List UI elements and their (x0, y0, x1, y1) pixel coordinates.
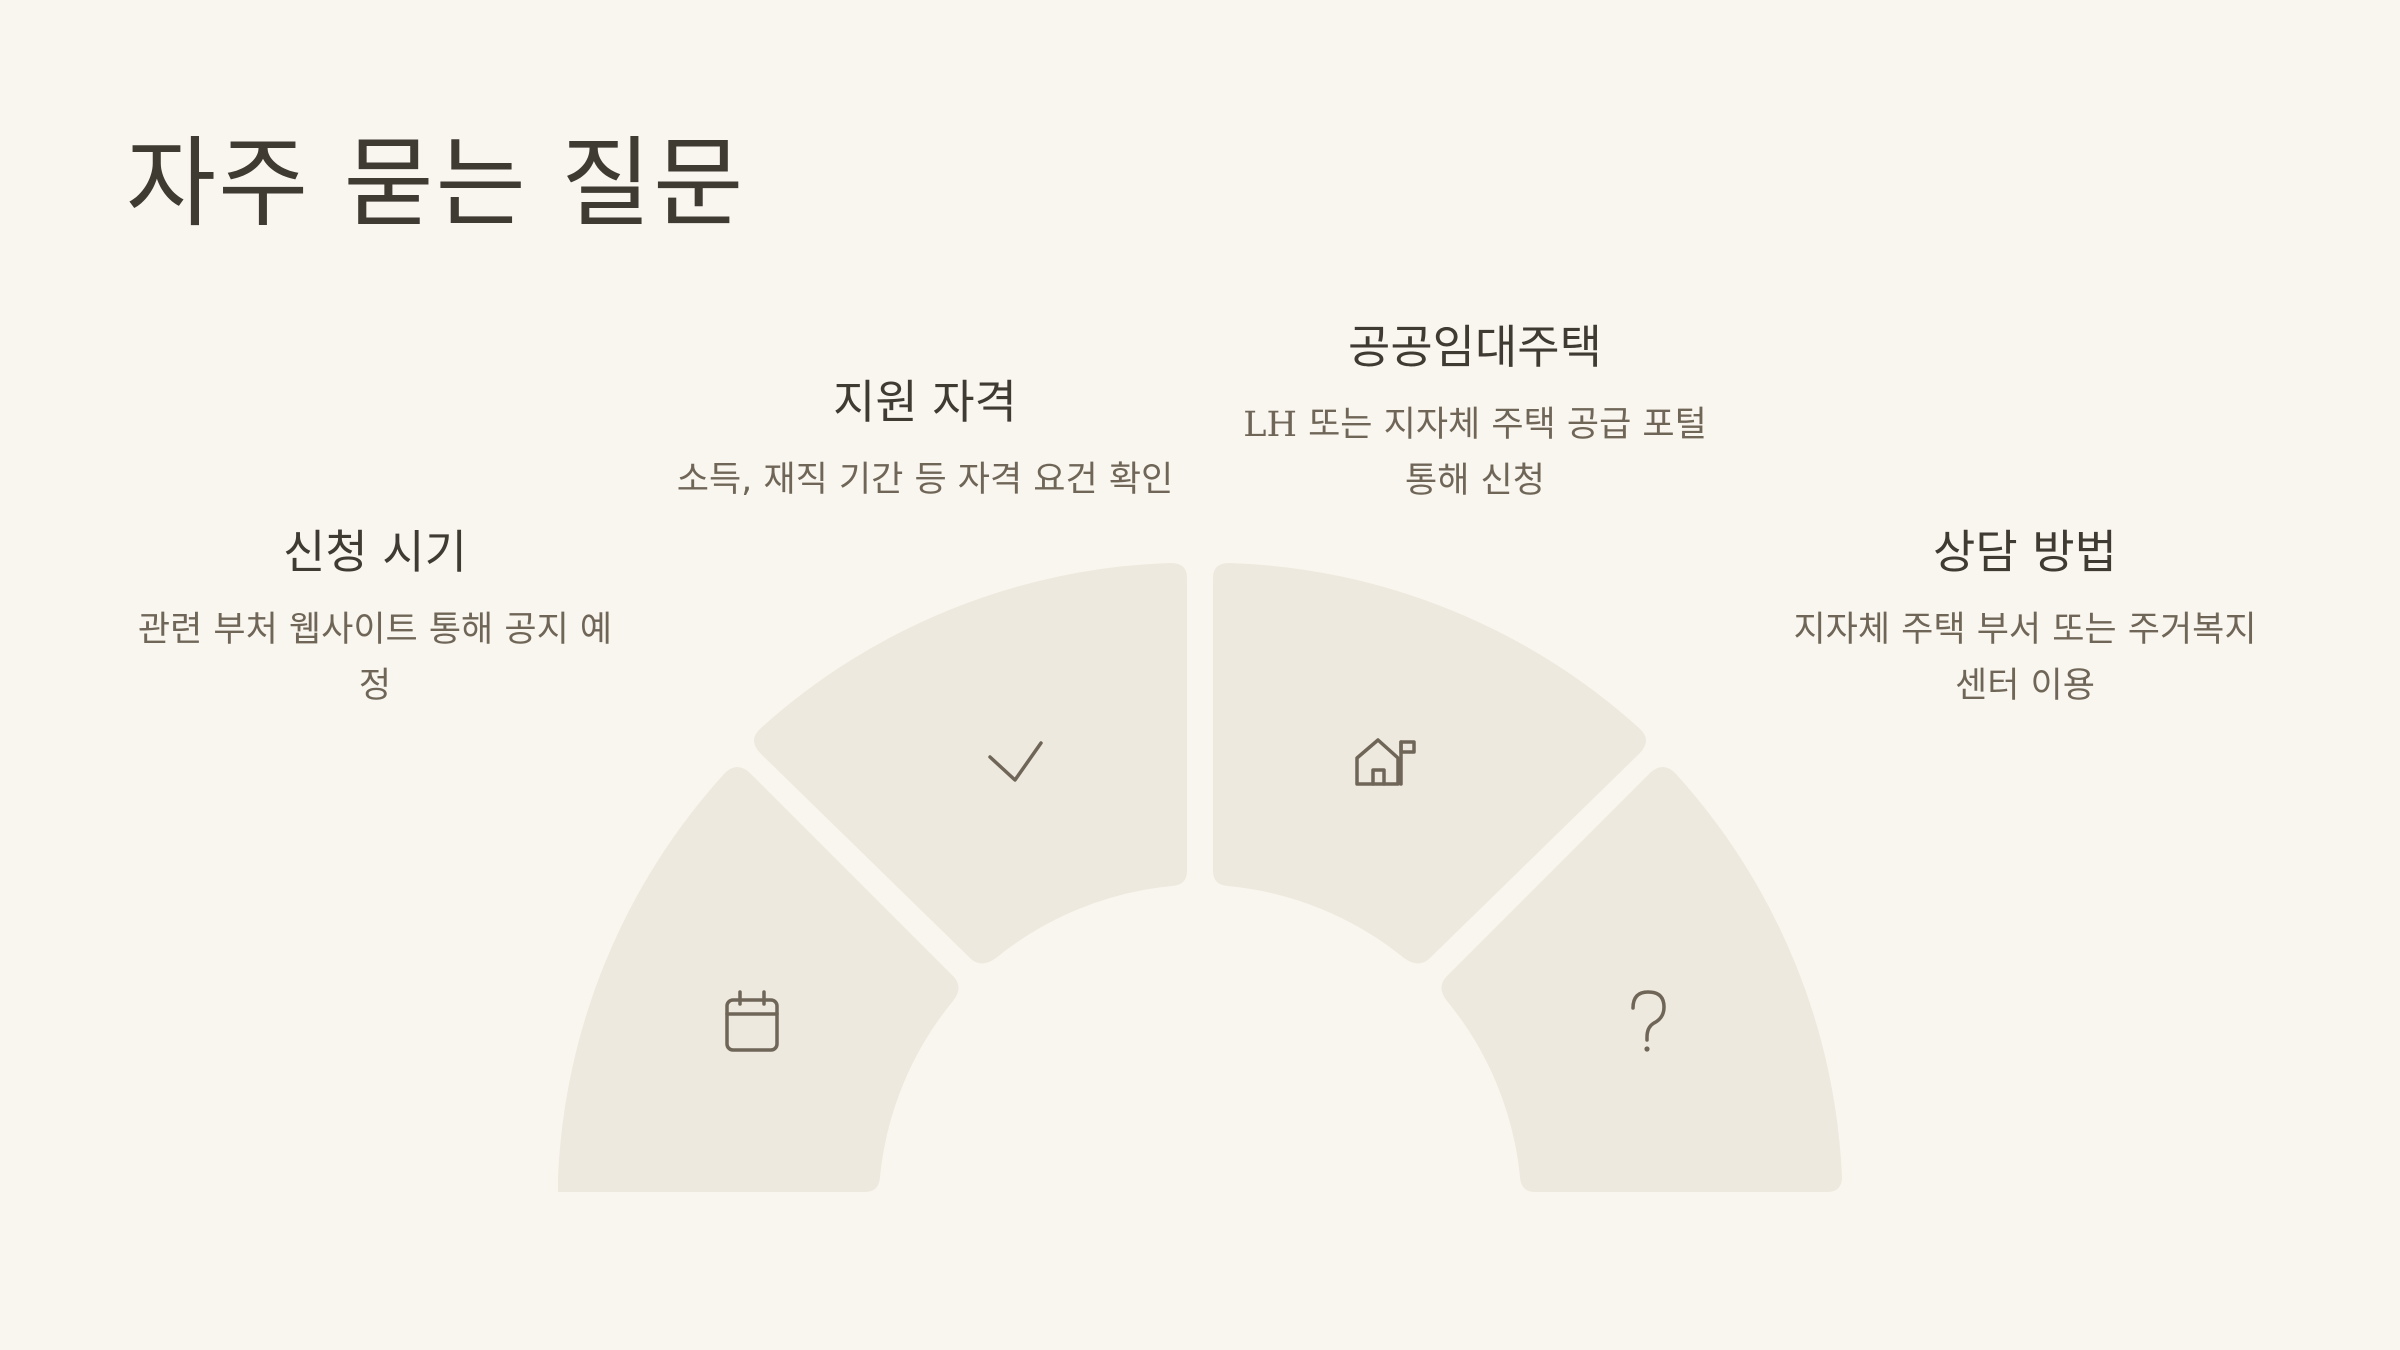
page-title: 자주 묻는 질문 (126, 127, 746, 241)
faq-item-description: 지자체 주택 부서 또는 주거복지 센터 이용 (1793, 610, 2257, 707)
faq-item-public-rental-housing: 공공임대주택 LH 또는 지자체 주택 공급 포털 통해 신청 (1215, 320, 1735, 509)
check-icon (988, 741, 1043, 782)
calendar-icon (725, 990, 779, 1052)
question-icon (1631, 990, 1666, 1052)
faq-item-title: 신청 시기 (283, 525, 467, 579)
house-flag-icon (1355, 738, 1416, 786)
faq-item-title: 상담 방법 (1933, 525, 2117, 579)
faq-item-description: 소득, 재직 기간 등 자격 요건 확인 (676, 460, 1174, 501)
faq-item-title: 공공임대주택 (1348, 320, 1602, 374)
faq-item-description: LH 또는 지자체 주택 공급 포털 통해 신청 (1243, 405, 1707, 502)
diagram-segment-application-timing (558, 767, 959, 1192)
faq-item-eligibility: 지원 자격 소득, 재직 기간 등 자격 요건 확인 (645, 375, 1205, 508)
diagram-segment-eligibility (754, 563, 1187, 964)
faq-item-description: 관련 부처 웹사이트 통해 공지 예 정 (137, 610, 613, 707)
diagram-segment-consultation (1441, 767, 1842, 1192)
faq-item-consultation: 상담 방법 지자체 주택 부서 또는 주거복지 센터 이용 (1765, 525, 2285, 714)
diagram-segment-public-rental-housing (1213, 563, 1646, 964)
faq-item-application-timing: 신청 시기 관련 부처 웹사이트 통해 공지 예 정 (115, 525, 635, 714)
faq-item-title: 지원 자격 (833, 375, 1017, 429)
